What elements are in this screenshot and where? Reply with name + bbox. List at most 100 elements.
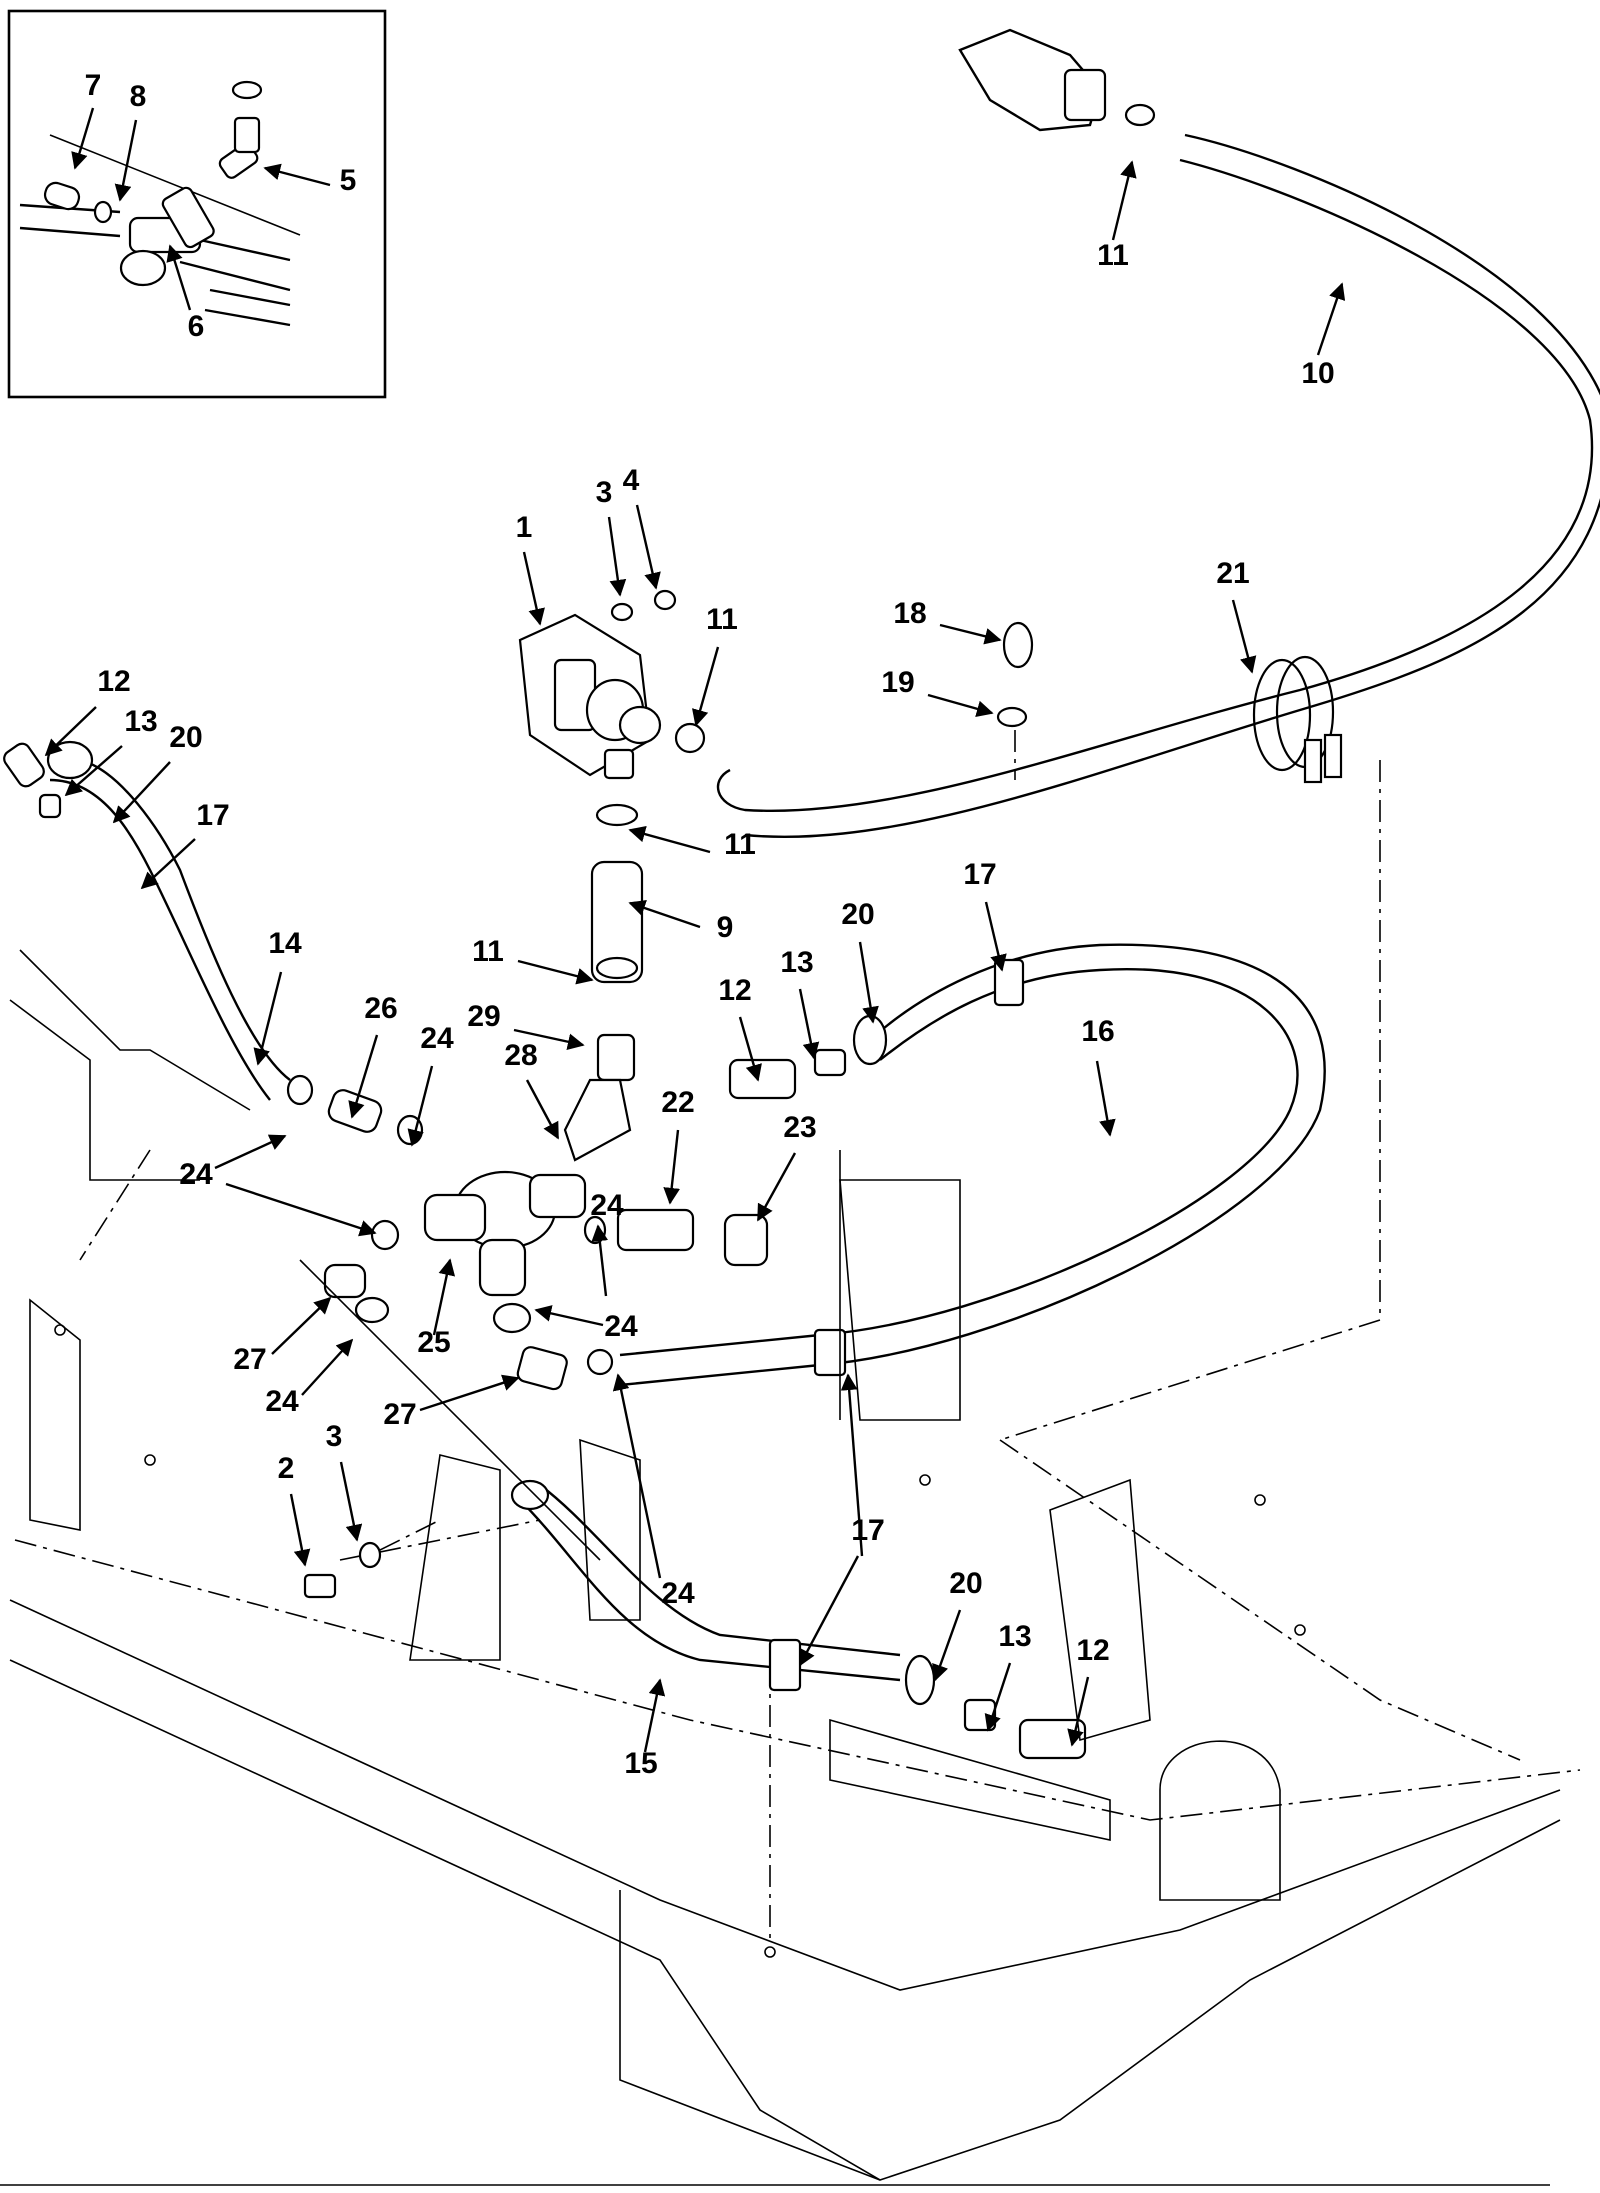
callout-arrow-c18 bbox=[939, 623, 1002, 645]
callout-arrow-c3b bbox=[339, 1461, 363, 1542]
callout-label-c10: 10 bbox=[1301, 357, 1334, 390]
callout-arrow-c24e bbox=[534, 1305, 604, 1327]
callout-arrow-c11c bbox=[628, 825, 711, 854]
callout-label-c11d: 11 bbox=[472, 935, 504, 968]
callout-label-c20c: 20 bbox=[949, 1567, 982, 1600]
callout-arrow-c20a bbox=[112, 761, 171, 824]
callout-arrow-c9 bbox=[628, 899, 701, 929]
callout-label-c18: 18 bbox=[893, 597, 926, 630]
callout-label-c28: 28 bbox=[504, 1039, 537, 1072]
callout-label-c24a: 24 bbox=[420, 1022, 454, 1055]
callout-arrow-c17a bbox=[140, 838, 196, 890]
callout-arrow-c24d bbox=[301, 1338, 354, 1396]
callout-arrow-c28 bbox=[525, 1079, 560, 1140]
callout-label-c24e: 24 bbox=[604, 1310, 638, 1343]
callout-arrow-c20c bbox=[932, 1609, 962, 1682]
callout-arrow-c27a bbox=[271, 1296, 332, 1355]
callout-label-c20a: 20 bbox=[169, 721, 202, 754]
callout-arrow-c4 bbox=[635, 504, 661, 590]
callout-arrow-c10 bbox=[1316, 282, 1346, 356]
callout-label-c13c: 13 bbox=[998, 1620, 1031, 1653]
callout-arrow-c2 bbox=[289, 1493, 311, 1567]
callout-label-c3b: 3 bbox=[326, 1420, 343, 1453]
callout-arrow-c21 bbox=[1231, 599, 1257, 674]
clamps-21 bbox=[1252, 655, 1343, 784]
callout-arrow-c8 bbox=[114, 119, 138, 202]
callout-arrow-c26 bbox=[348, 1034, 379, 1119]
callout-label-c27a: 27 bbox=[233, 1343, 266, 1376]
callout-label-c3a: 3 bbox=[596, 476, 613, 509]
callout-arrow-c24c bbox=[225, 1182, 377, 1237]
callout-label-c17a: 17 bbox=[196, 799, 229, 832]
callout-label-c12a: 12 bbox=[97, 665, 130, 698]
callout-label-c9: 9 bbox=[717, 911, 734, 944]
callout-arrow-c17c bbox=[840, 1373, 864, 1557]
callout-arrow-c23 bbox=[756, 1152, 797, 1222]
callout-label-c27b: 27 bbox=[383, 1398, 416, 1431]
callout-arrow-c14 bbox=[253, 971, 283, 1066]
callout-label-c24d: 24 bbox=[265, 1385, 299, 1418]
callout-arrow-c13a bbox=[64, 745, 123, 797]
callout-arrow-c19 bbox=[927, 693, 994, 717]
callout-label-c7: 7 bbox=[85, 69, 102, 102]
callout-arrow-c12b bbox=[738, 1016, 762, 1082]
callout-arrow-c5 bbox=[263, 163, 331, 187]
callout-arrow-c15 bbox=[643, 1678, 666, 1753]
callout-arrow-c11a bbox=[1111, 160, 1137, 241]
callout-label-c6: 6 bbox=[188, 310, 205, 343]
callout-label-c13b: 13 bbox=[780, 946, 813, 979]
callout-arrow-c13b bbox=[798, 988, 820, 1060]
callout-arrow-c17d bbox=[798, 1555, 860, 1667]
hose-10 bbox=[716, 28, 1600, 839]
callout-label-c11a: 11 bbox=[1097, 239, 1129, 272]
callout-label-c12b: 12 bbox=[718, 974, 751, 1007]
callout-arrow-c3a bbox=[607, 516, 627, 597]
callout-arrow-c24a bbox=[407, 1065, 434, 1147]
callout-arrow-c1 bbox=[522, 551, 545, 626]
callout-arrow-c24g bbox=[612, 1373, 662, 1579]
callout-label-c8: 8 bbox=[130, 80, 147, 113]
callout-label-c11c: 11 bbox=[724, 828, 756, 861]
callout-arrow-c13c bbox=[984, 1662, 1012, 1732]
callout-arrow-c6 bbox=[166, 244, 192, 311]
callout-label-c23: 23 bbox=[783, 1111, 816, 1144]
callout-label-c14: 14 bbox=[268, 927, 302, 960]
callout-label-c22: 22 bbox=[661, 1086, 694, 1119]
callout-arrow-c24f bbox=[591, 1224, 609, 1297]
callout-arrow-c25 bbox=[432, 1258, 456, 1336]
callout-arrow-c29 bbox=[513, 1028, 585, 1050]
detail-inset bbox=[7, 9, 387, 399]
callout-label-c5: 5 bbox=[340, 164, 357, 197]
callout-label-c17d: 17 bbox=[851, 1514, 884, 1547]
bolt-2-washer-3 bbox=[303, 1519, 441, 1599]
callout-arrow-c20b bbox=[858, 941, 879, 1024]
callout-label-c24g: 24 bbox=[661, 1577, 695, 1610]
callout-arrow-c24b bbox=[214, 1134, 287, 1170]
callout-arrow-c12a bbox=[44, 706, 97, 757]
valve-assembly-1 bbox=[518, 589, 1034, 1162]
callout-label-c24f: 24 bbox=[590, 1189, 624, 1222]
callout-label-c11b: 11 bbox=[706, 603, 738, 636]
callout-label-c24c: 24 bbox=[179, 1158, 213, 1191]
frame-outline bbox=[0, 760, 1581, 2186]
callout-arrow-c27b bbox=[419, 1374, 520, 1412]
callout-arrow-c16 bbox=[1095, 1060, 1116, 1137]
callout-label-c16: 16 bbox=[1081, 1015, 1114, 1048]
callout-arrow-c11d bbox=[517, 959, 594, 985]
callout-label-c17b: 17 bbox=[963, 858, 996, 891]
callout-label-c1: 1 bbox=[516, 511, 533, 544]
callout-label-c25: 25 bbox=[417, 1326, 450, 1359]
callout-arrow-c12c bbox=[1067, 1676, 1090, 1747]
callout-label-c17c: 17 bbox=[851, 1514, 884, 1547]
callout-label-c13a: 13 bbox=[124, 705, 157, 738]
callout-label-c24b: 24 bbox=[179, 1158, 213, 1191]
callout-arrow-c17b bbox=[984, 901, 1007, 972]
callout-label-c21: 21 bbox=[1216, 557, 1249, 590]
callout-label-c29: 29 bbox=[467, 1000, 500, 1033]
callout-label-c20b: 20 bbox=[841, 898, 874, 931]
callout-arrow-c11b bbox=[692, 646, 720, 727]
callout-label-c4: 4 bbox=[623, 464, 640, 497]
callout-label-c12c: 12 bbox=[1076, 1634, 1109, 1667]
